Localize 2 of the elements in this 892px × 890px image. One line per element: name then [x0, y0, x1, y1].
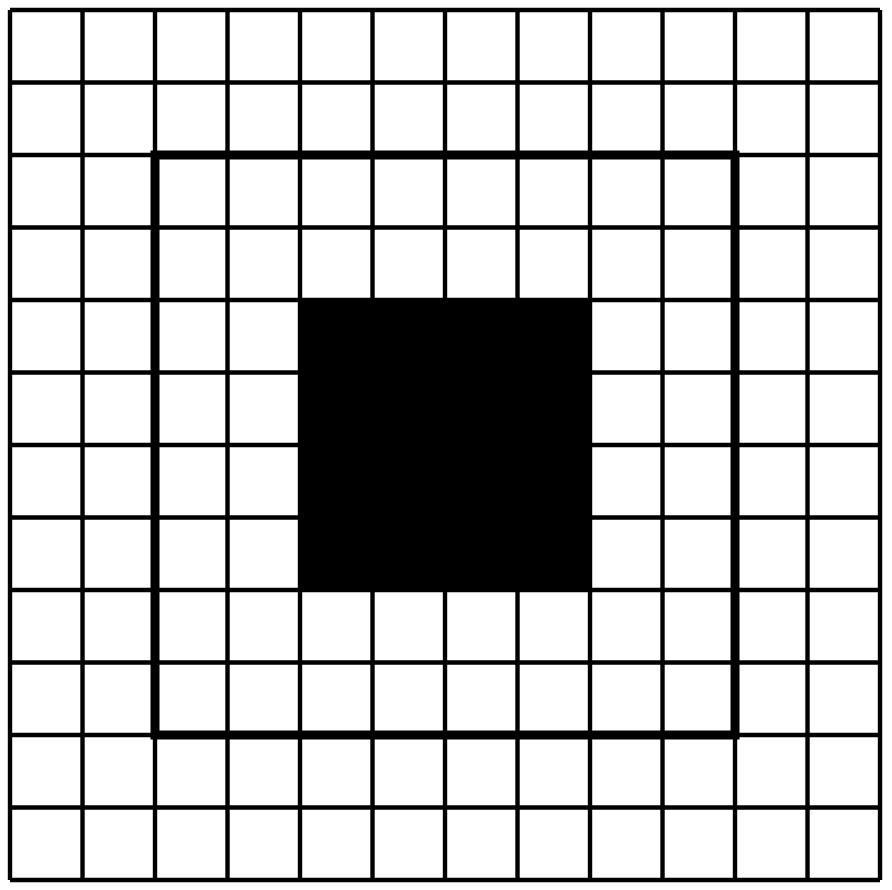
- filled-square: [299, 299, 591, 591]
- square-outline: [150, 150, 740, 740]
